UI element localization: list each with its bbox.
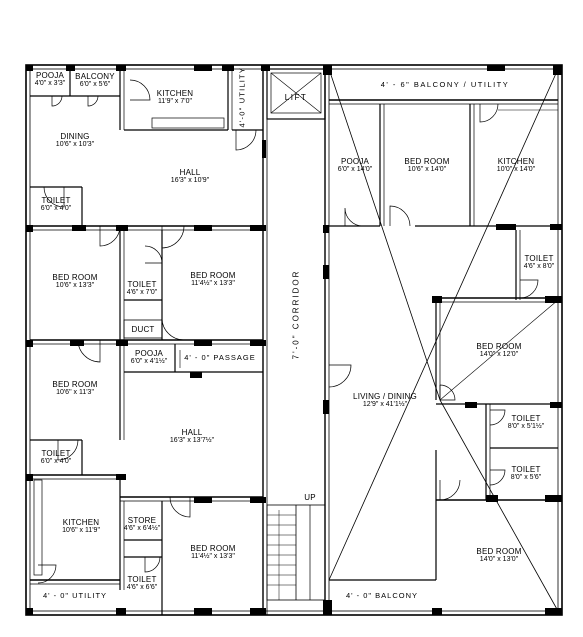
- bedroom-mid-1: BED ROOM 11'4½" x 13'3": [170, 271, 256, 288]
- room-dim: 10'0" x 14'0": [496, 166, 536, 174]
- room-dim: 4'0" x 3'3": [34, 80, 66, 88]
- room-name: LIVING / DINING: [353, 392, 417, 401]
- room-dim: 8'0" x 5'1½": [507, 423, 545, 431]
- room-name: HALL: [179, 168, 201, 177]
- room-name: TOILET: [41, 449, 71, 458]
- toilet-mid-2: TOILET 4'6" x 6'6": [122, 575, 162, 592]
- room-name: BED ROOM: [476, 342, 522, 351]
- room-name: TOILET: [127, 575, 157, 584]
- room-dim: 16'3" x 10'9": [170, 177, 210, 185]
- room-dim: 11'4½" x 13'3": [191, 553, 235, 561]
- room-name: TOILET: [524, 254, 554, 263]
- room-dim: 6'0" x 4'0": [40, 458, 72, 466]
- room-name: BALCONY: [75, 72, 115, 81]
- utility-bottom: 4' - 0" UTILITY: [42, 591, 108, 600]
- room-dim: 10'6" x 13'3": [55, 282, 95, 290]
- room-name: POOJA: [340, 157, 370, 166]
- kitchen-counter-top: [151, 117, 225, 129]
- room-dim: 14'0" x 13'0": [479, 556, 519, 564]
- room-dim: 4'6" x 8'0": [523, 263, 555, 271]
- lift-shaft: [266, 68, 326, 120]
- room-dim: 10'6" x 11'3": [56, 389, 94, 397]
- lift-label: LIFT: [284, 93, 308, 102]
- pooja-mid: POOJA 6'0" x 4'1½": [124, 349, 174, 366]
- room-name: TOILET: [127, 280, 157, 289]
- bedroom-right-1: BED ROOM 10'6" x 14'0": [386, 157, 468, 174]
- room-name: STORE: [127, 516, 157, 525]
- toilet-right-3: TOILET 8'0" x 5'6": [496, 465, 556, 482]
- kitchen-top: KITCHEN 11'9" x 7'0": [130, 89, 220, 106]
- room-name: POOJA: [35, 71, 65, 80]
- room-dim: 8'0" x 5'6": [510, 474, 542, 482]
- room-name: BED ROOM: [476, 547, 522, 556]
- room-name: BED ROOM: [404, 157, 450, 166]
- room-name: TOILET: [511, 465, 541, 474]
- kitchen-right: KITCHEN 10'0" x 14'0": [476, 157, 556, 174]
- toilet-right-2: TOILET 8'0" x 5'1½": [496, 414, 556, 431]
- living-dining: LIVING / DINING 12'9" x 41'1½": [335, 392, 435, 409]
- room-name: DINING: [60, 132, 90, 141]
- room-dim: 4'6" x 6'6": [126, 584, 158, 592]
- room-dim: 6'0" x 4'0": [40, 205, 72, 213]
- room-dim: 12'9" x 41'1½": [362, 401, 408, 409]
- toilet-left-2: TOILET 6'0" x 4'0": [32, 449, 80, 466]
- room-dim: 4'6" x 6'4½": [123, 525, 161, 533]
- passage: 4' - 0" PASSAGE: [184, 353, 256, 362]
- corridor-label: 7'-0" CORRIDOR: [291, 269, 301, 360]
- room-name: BED ROOM: [52, 273, 98, 282]
- kitchen-counter-bottom: [33, 479, 43, 576]
- room-name: TOILET: [41, 196, 71, 205]
- room-name: KITCHEN: [156, 89, 194, 98]
- room-dim: 10'6" x 11'9": [62, 527, 100, 535]
- structural-columns: [26, 65, 562, 615]
- room-dim: 6'0" x 5'6": [79, 81, 111, 89]
- room-dim: 11'9" x 7'0": [158, 98, 192, 106]
- utility-top: 4'-0" UTILITY: [237, 66, 247, 128]
- room-name: HALL: [181, 428, 203, 437]
- room-name: POOJA: [134, 349, 164, 358]
- hall-bottom: HALL 16'3" x 13'7½": [150, 428, 234, 445]
- pooja-right: POOJA 6'0" x 14'0": [331, 157, 379, 174]
- balcony-utility-right: 4' - 6" BALCONY / UTILITY: [380, 80, 510, 89]
- room-dim: 10'6" x 10'3": [55, 141, 95, 149]
- room-name: KITCHEN: [497, 157, 535, 166]
- bedroom-mid-2: BED ROOM 11'4½" x 13'3": [170, 544, 256, 561]
- balcony-left: BALCONY 6'0" x 5'6": [71, 72, 119, 89]
- pooja-left: POOJA 4'0" x 3'3": [31, 71, 69, 88]
- room-name: BED ROOM: [52, 380, 98, 389]
- bedroom-right-2: BED ROOM 14'0" x 12'0": [442, 342, 556, 359]
- room-dim: 6'0" x 14'0": [337, 166, 373, 174]
- room-dim: 16'3" x 13'7½": [169, 437, 215, 445]
- bedroom-left-2: BED ROOM 10'6" x 11'3": [32, 380, 118, 397]
- room-dim: 14'0" x 12'0": [479, 351, 519, 359]
- toilet-right-1: TOILET 4'6" x 8'0": [520, 254, 558, 271]
- toilet-mid-1: TOILET 4'6" x 7'0": [122, 280, 162, 297]
- duct: DUCT: [131, 325, 155, 334]
- bedroom-left-1: BED ROOM 10'6" x 13'3": [32, 273, 118, 290]
- room-dim: 10'6" x 14'0": [407, 166, 447, 174]
- hall-top: HALL 16'3" x 10'9": [150, 168, 230, 185]
- room-dim: 4'6" x 7'0": [126, 289, 158, 297]
- dining: DINING 10'6" x 10'3": [32, 132, 118, 149]
- bedroom-right-3: BED ROOM 14'0" x 13'0": [442, 547, 556, 564]
- kitchen-left-bottom: KITCHEN 10'6" x 11'9": [44, 518, 118, 535]
- balcony-bottom-right: 4' - 0" BALCONY: [345, 591, 419, 600]
- stair-up-label: UP: [304, 493, 316, 502]
- toilet-left-1: TOILET 6'0" x 4'0": [32, 196, 80, 213]
- room-name: TOILET: [511, 414, 541, 423]
- room-dim: 11'4½" x 13'3": [191, 280, 235, 288]
- store: STORE 4'6" x 6'4½": [122, 516, 162, 533]
- room-dim: 6'0" x 4'1½": [130, 358, 168, 366]
- room-name: BED ROOM: [190, 271, 236, 280]
- room-name: BED ROOM: [190, 544, 236, 553]
- room-name: KITCHEN: [62, 518, 100, 527]
